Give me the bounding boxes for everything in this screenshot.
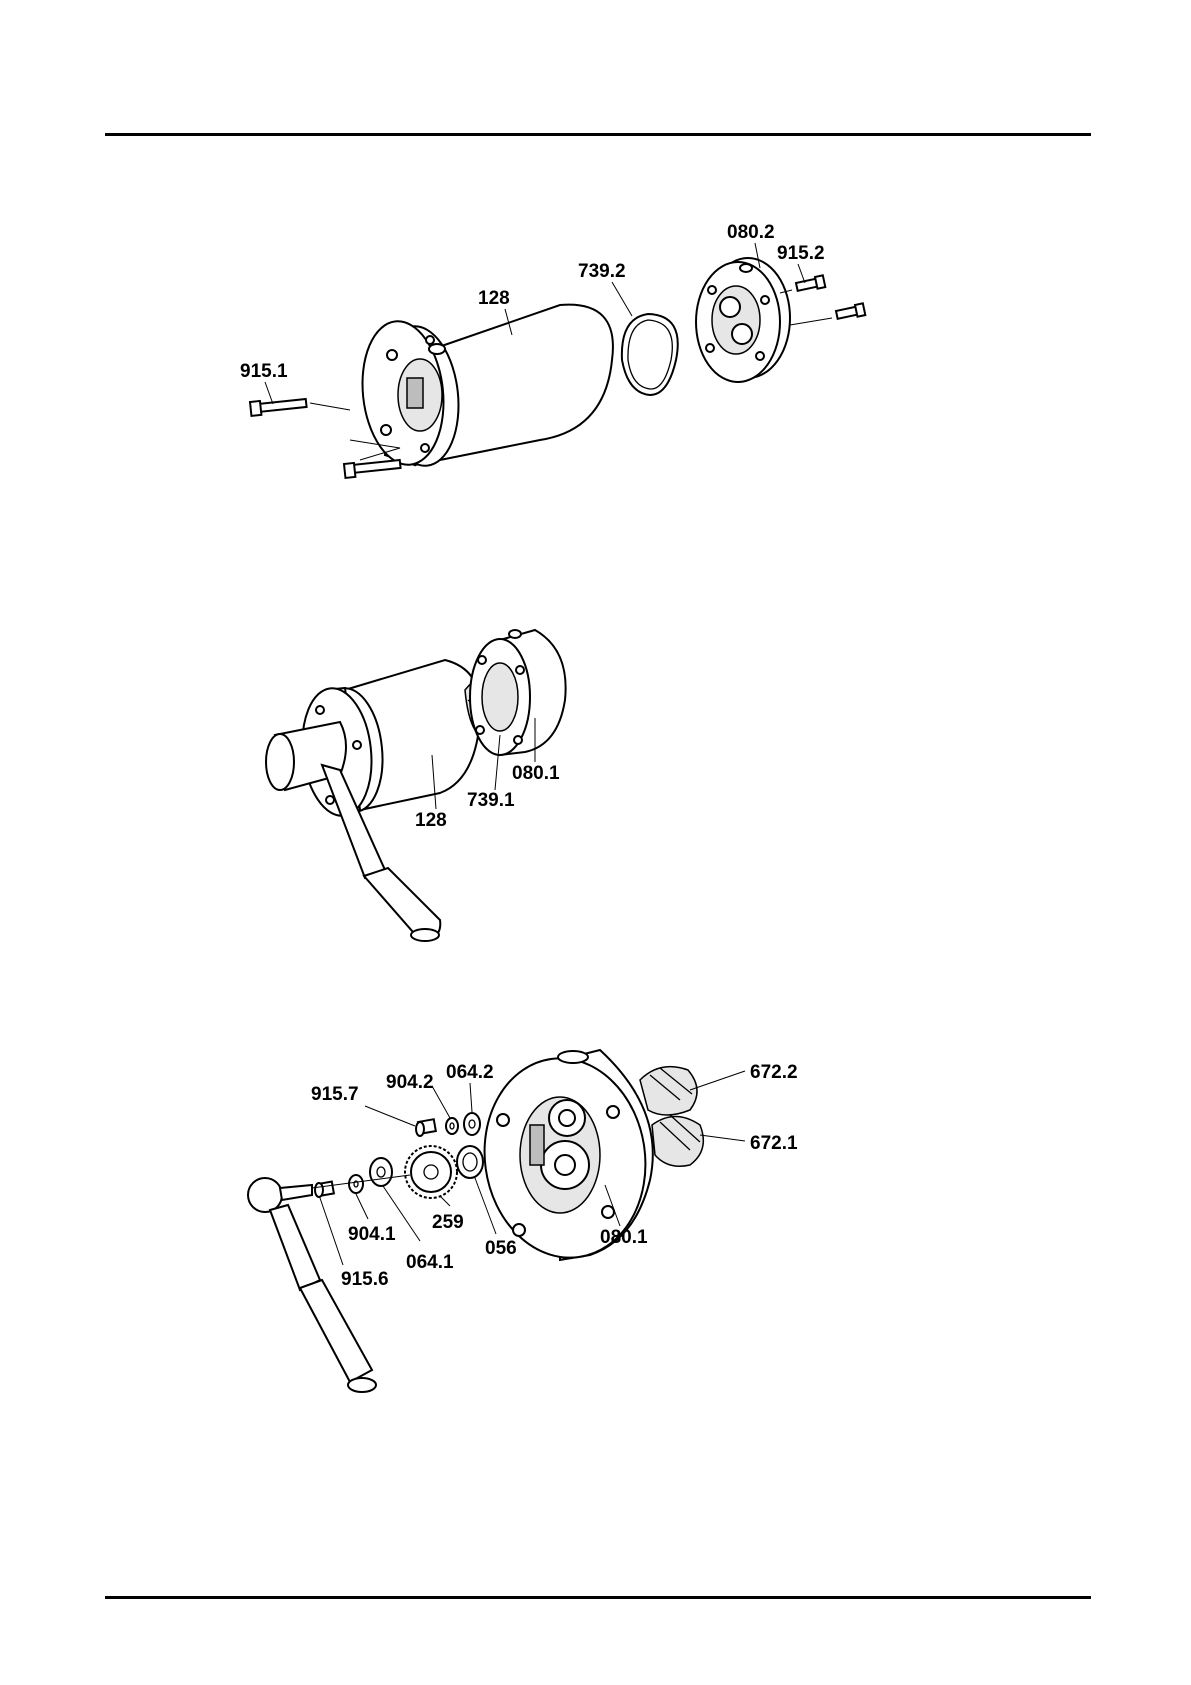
oring-739-2 (622, 314, 678, 395)
label-904-2: 904.2 (386, 1072, 434, 1093)
label-672-1: 672.1 (750, 1133, 798, 1154)
label-128: 128 (478, 288, 510, 309)
label-739-2: 739.2 (578, 261, 626, 282)
cover-080-2 (696, 258, 790, 382)
disc-064-2 (464, 1113, 480, 1135)
washer-904-1 (349, 1175, 363, 1193)
cover-080-1-fig2 (470, 630, 566, 755)
label-915-2: 915.2 (777, 243, 825, 264)
label-128-fig2: 128 (415, 810, 447, 831)
label-904-1: 904.1 (348, 1224, 396, 1245)
label-080-1-fig2: 080.1 (512, 763, 560, 784)
screw-915-2 (780, 275, 865, 325)
figure-2-casing-removal: 128 739.1 080.1 (266, 630, 566, 941)
casing-128 (356, 305, 613, 470)
screw-915-6 (315, 1182, 334, 1197)
screw-915-7 (416, 1119, 436, 1136)
label-080-1-fig3: 080.1 (600, 1227, 648, 1248)
figure-3-gear-removal: 915.7 904.2 064.2 672.2 672.1 915.6 904.… (248, 1048, 798, 1392)
figure-1-exploded-casing: 128 739.2 080.2 915.2 915.1 (240, 222, 865, 478)
label-915-1: 915.1 (240, 361, 288, 382)
label-915-7: 915.7 (311, 1084, 359, 1105)
gear-259 (405, 1146, 457, 1198)
disc-064-1 (370, 1158, 392, 1186)
label-064-2: 064.2 (446, 1062, 494, 1083)
label-064-1: 064.1 (406, 1252, 454, 1273)
washer-904-2 (446, 1118, 458, 1134)
label-739-1: 739.1 (467, 790, 515, 811)
label-259: 259 (432, 1212, 464, 1233)
label-915-6: 915.6 (341, 1269, 389, 1290)
label-080-2: 080.2 (727, 222, 775, 243)
label-056: 056 (485, 1238, 517, 1259)
label-672-2: 672.2 (750, 1062, 798, 1083)
bush-056 (457, 1146, 483, 1178)
